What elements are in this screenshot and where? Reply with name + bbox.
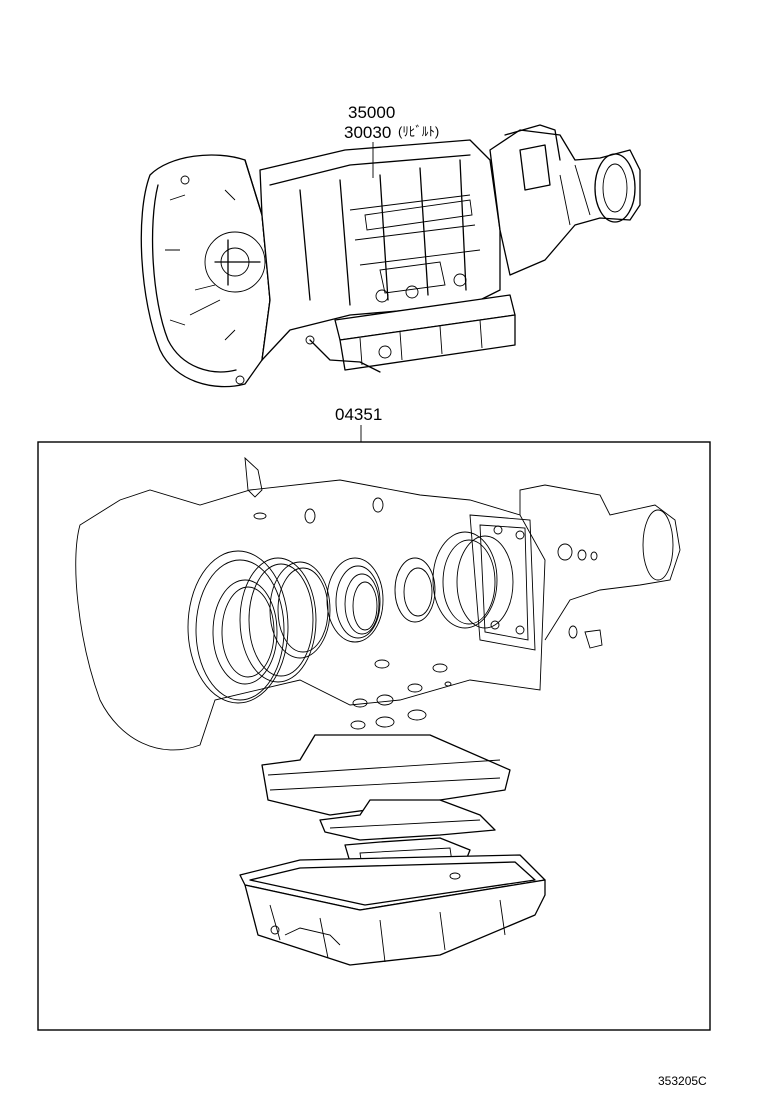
assembly-part-number-1: 35000 — [348, 103, 395, 122]
assembly-rebuilt-note: (ﾘﾋﾞﾙﾄ) — [398, 124, 439, 139]
gasket-kit-part-number: 04351 — [335, 405, 382, 424]
gasket-kit-frame — [37, 441, 711, 1031]
diagram-id-label: 353205C — [658, 1074, 707, 1088]
transmission-assembly-illustration[interactable] — [140, 124, 641, 388]
assembly-part-number-2: 30030 — [344, 123, 391, 142]
gasket-kit-illustration[interactable] — [75, 456, 681, 966]
